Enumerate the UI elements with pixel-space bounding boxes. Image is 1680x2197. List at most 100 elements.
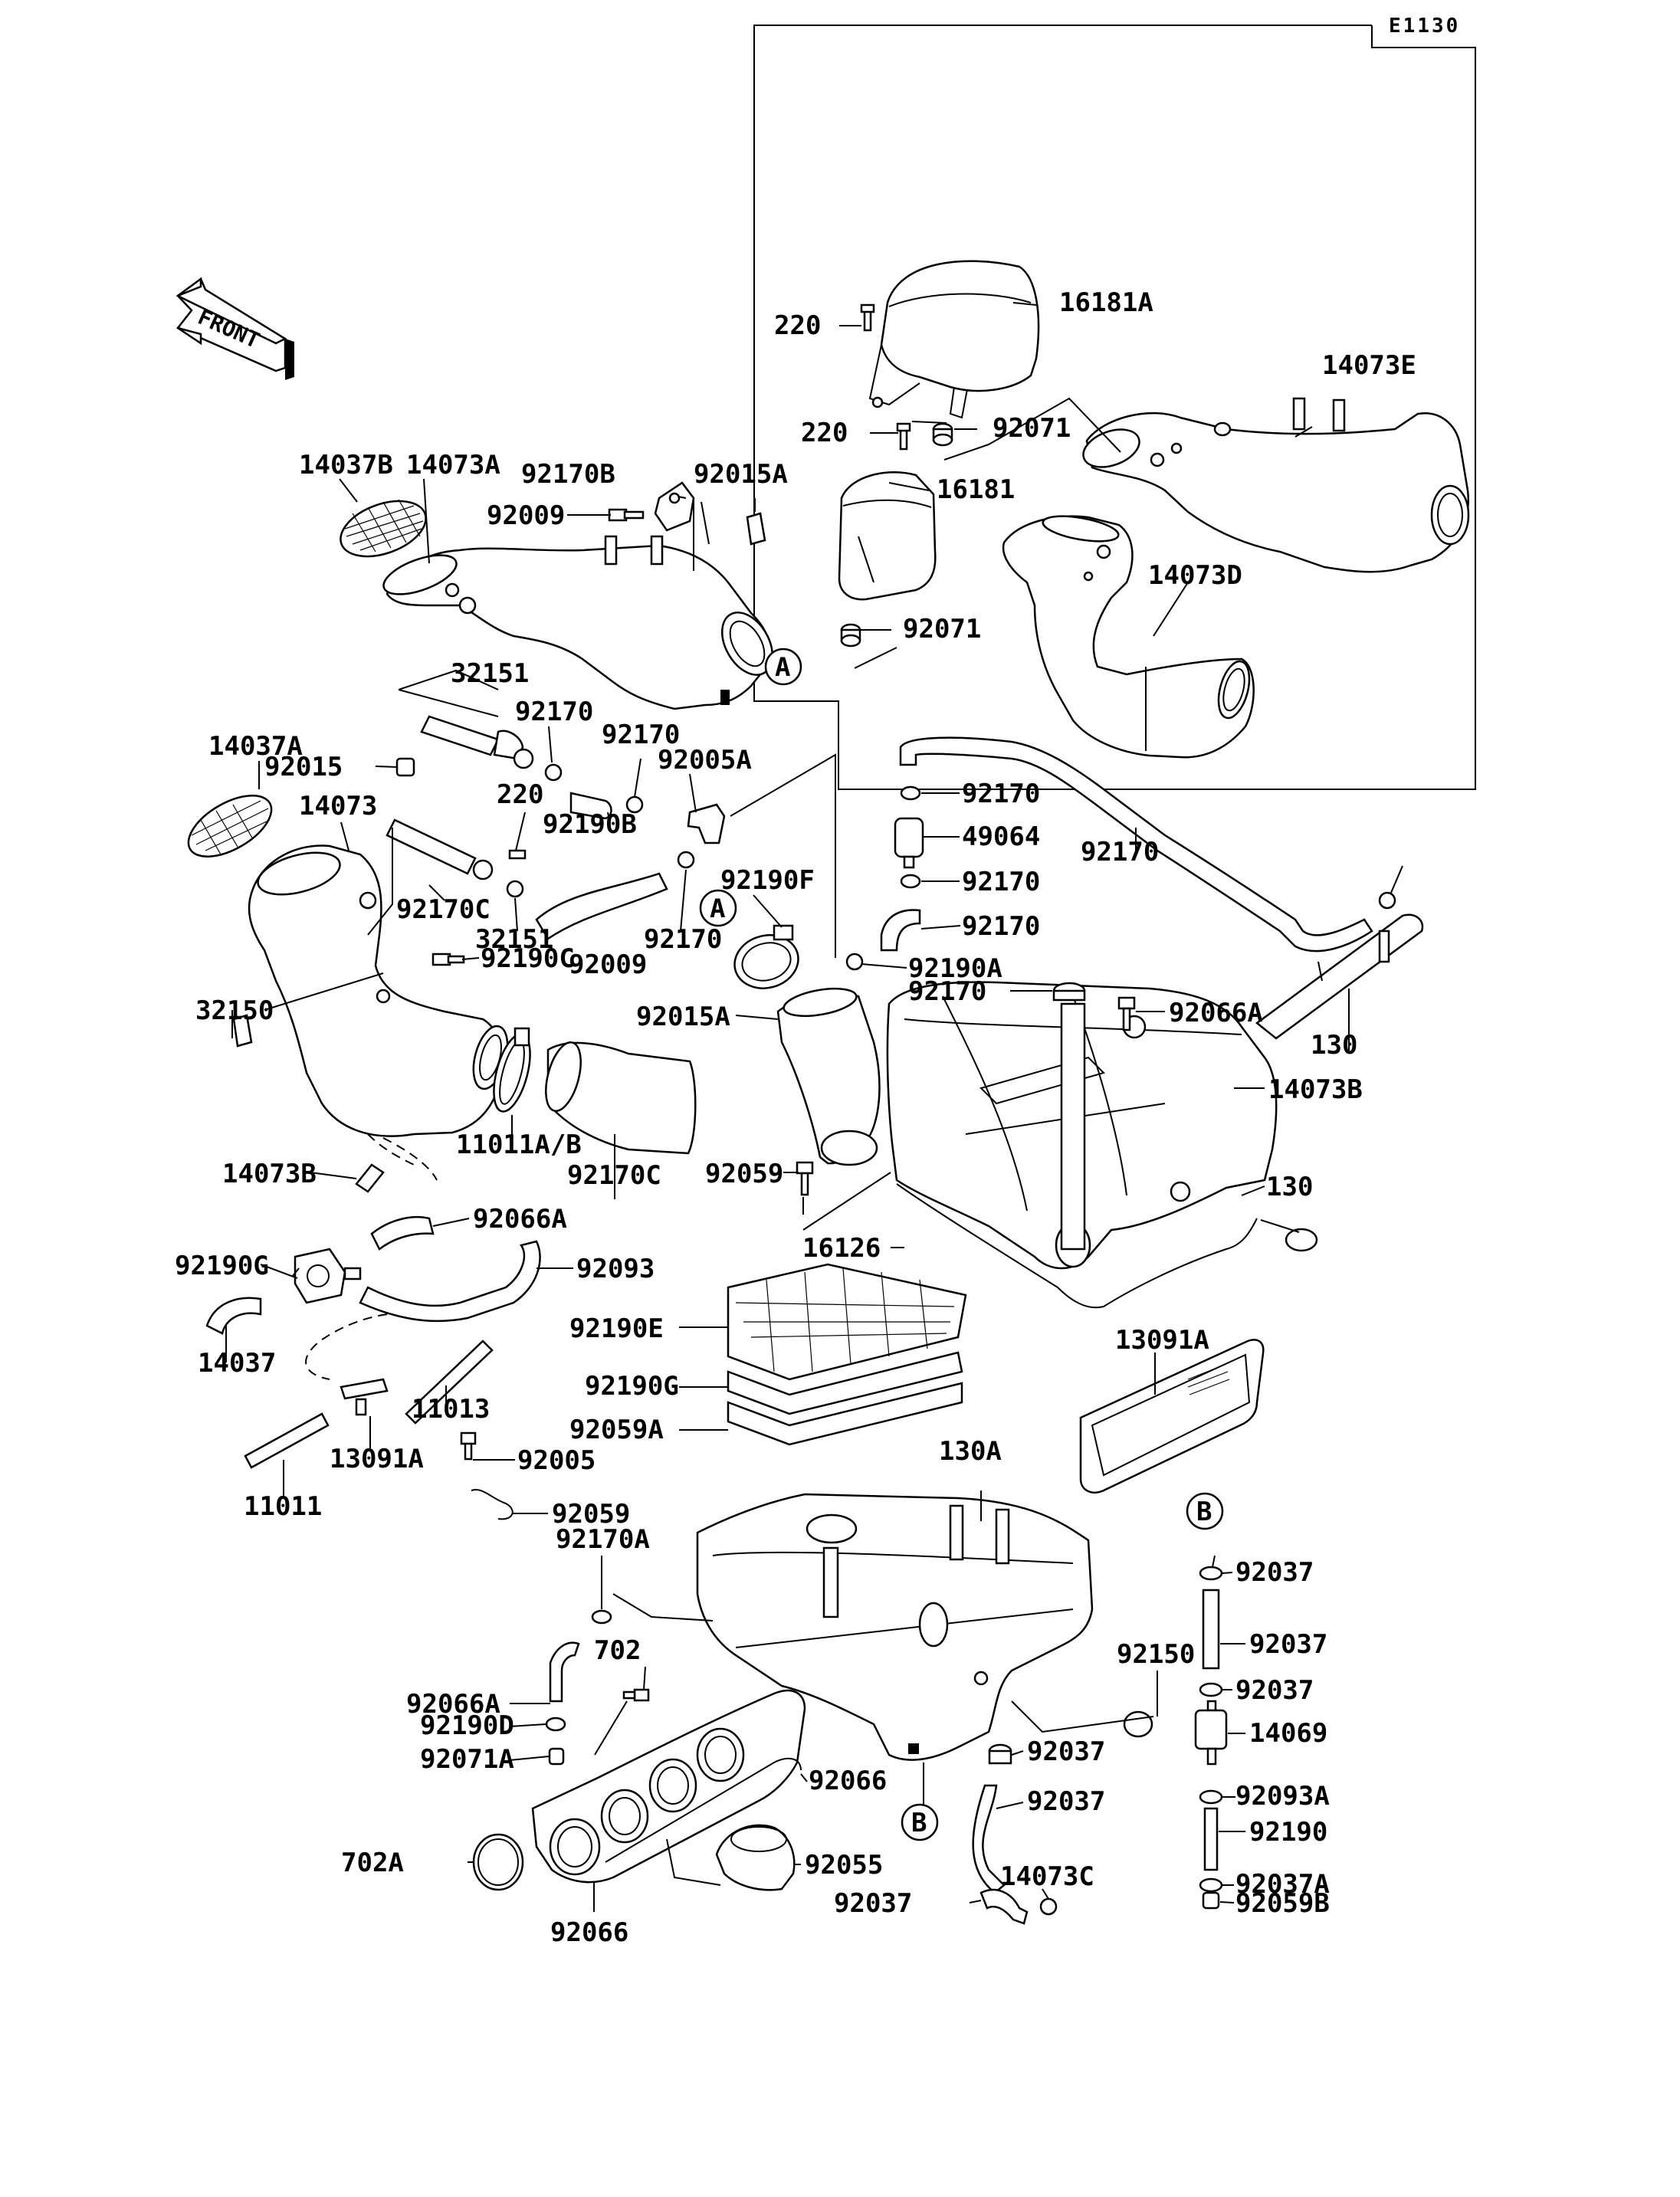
pipe-32151-b	[386, 818, 494, 880]
housing-11011	[696, 1493, 1094, 1761]
oring-92055	[472, 1833, 524, 1891]
bolt-220-a	[860, 303, 875, 332]
part-label: 92170A	[556, 1524, 650, 1555]
hose-92059-b	[244, 1412, 330, 1469]
ref-circle-B-2: B	[901, 1803, 939, 1841]
part-label: 92093	[576, 1254, 655, 1284]
part-label: 32151	[475, 924, 553, 955]
part-labels: 16181A 220 220 92071 14073E 16181 92071 …	[175, 287, 1416, 1948]
cap-92066A-c	[1123, 1710, 1153, 1738]
cap-92015	[395, 757, 415, 777]
part-label: 92066	[809, 1766, 887, 1796]
clip-92037-a	[1199, 1566, 1223, 1581]
part-label: 92066A	[406, 1689, 500, 1720]
ref-circle-A-1: A	[764, 648, 802, 686]
grommet-92071-b	[840, 623, 861, 648]
screen-14037	[1079, 1339, 1265, 1494]
part-label: 92071A	[420, 1744, 514, 1775]
part-label: 14037A	[208, 731, 303, 762]
part-label: 92170	[962, 911, 1040, 942]
bolt-92150	[622, 1688, 650, 1702]
pipe-32151-a	[420, 715, 534, 769]
clip-92037A	[1039, 1897, 1058, 1916]
plug-92066-b	[548, 1747, 565, 1766]
part-label: 92170	[962, 867, 1040, 897]
part-label: 92093A	[1235, 1781, 1330, 1812]
clamp-92170-g	[1378, 891, 1396, 910]
clamp-92170C-b	[493, 1027, 531, 1113]
bolt-92009-b	[431, 953, 465, 966]
part-label: 130A	[939, 1436, 1002, 1467]
part-label: 92015A	[694, 459, 788, 490]
bolt-220-b	[896, 422, 911, 451]
part-label: 14073B	[1268, 1074, 1363, 1105]
filter-49064	[894, 817, 924, 869]
part-label: 14073B	[222, 1159, 317, 1189]
grommet-92071A	[988, 1743, 1012, 1765]
part-label: 11011	[244, 1491, 322, 1522]
gasket-92093	[896, 1183, 1258, 1309]
part-label: 14073	[299, 791, 377, 821]
leader-lines	[225, 302, 1403, 1912]
part-label: 92059A	[569, 1415, 664, 1445]
part-label: 16181A	[1059, 287, 1153, 318]
part-label: 92037	[1235, 1675, 1314, 1706]
fitting-92005	[340, 1378, 389, 1416]
part-label: 16181	[937, 474, 1015, 505]
hose-92190G-b	[205, 1297, 262, 1335]
part-label: 220	[774, 310, 821, 341]
clip-92037-e	[591, 1609, 612, 1625]
part-label: 92037	[1249, 1629, 1327, 1660]
part-label: 92190G	[175, 1251, 269, 1281]
part-label: 92190E	[569, 1313, 664, 1344]
part-label: 92009	[569, 949, 647, 980]
duct-14073B-a	[776, 987, 881, 1166]
part-label: 14073D	[1148, 560, 1242, 591]
hose-92059B	[979, 1888, 1029, 1925]
part-label: 92170B	[521, 459, 615, 490]
svg-text:B: B	[911, 1808, 927, 1838]
hose-92190C	[880, 909, 921, 952]
part-label: 92037	[1027, 1736, 1105, 1767]
part-label: 11013	[412, 1394, 490, 1425]
part-label: 92066A	[1169, 998, 1263, 1028]
diagram-code: E1130	[1389, 15, 1460, 38]
tube-702	[1202, 1589, 1220, 1670]
cover-16181	[838, 471, 937, 601]
part-label: 14073A	[406, 450, 500, 480]
inset-frame: E1130	[753, 15, 1476, 790]
part-label: 14037B	[299, 450, 393, 480]
duct-14073D	[1002, 515, 1255, 759]
pipe-32150	[1255, 913, 1424, 1040]
part-label: 92150	[1117, 1639, 1195, 1670]
cap-92066A-b	[1285, 1228, 1318, 1252]
front-arrow-icon: FRONT	[176, 277, 294, 380]
part-label: 92170	[515, 697, 593, 727]
duct-14073	[248, 844, 509, 1137]
part-label: 92170C	[567, 1160, 661, 1191]
part-label: 92190F	[720, 865, 815, 896]
part-label: 92071	[903, 614, 981, 644]
part-label: 92170	[644, 924, 722, 955]
cover-16181A	[868, 260, 1040, 419]
clamp-92170-d	[900, 785, 921, 801]
part-label: 92170	[908, 976, 986, 1007]
part-label: 13091A	[1115, 1325, 1209, 1356]
part-label: 32150	[195, 995, 274, 1026]
part-label: 11011A/B	[456, 1130, 582, 1160]
part-label: 92005	[517, 1445, 596, 1476]
part-label: 92190G	[585, 1371, 679, 1402]
part-label: 14069	[1249, 1718, 1327, 1749]
hose-92190G-a	[370, 1215, 435, 1251]
screen-14037A	[187, 795, 273, 857]
part-label: 92190B	[543, 809, 637, 840]
part-label: 92037	[1027, 1786, 1105, 1817]
clip-92037-c	[1199, 1789, 1223, 1805]
part-label: 92190	[1249, 1817, 1327, 1848]
part-label: 92037A	[1235, 1869, 1330, 1900]
part-label: 92059B	[1235, 1888, 1330, 1919]
part-label: 92190D	[420, 1710, 514, 1741]
hose-92059A	[405, 1340, 494, 1425]
part-label: 14037	[198, 1348, 276, 1379]
housing-cover-11011AB	[886, 981, 1278, 1270]
